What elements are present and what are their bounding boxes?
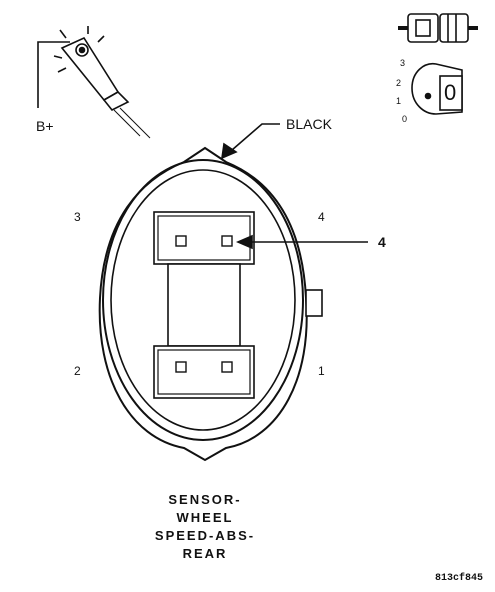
wire-leader-black xyxy=(221,123,280,160)
callout-number: 4 xyxy=(378,234,386,250)
figure-code: 813cf845 xyxy=(434,573,483,584)
pin-number-3: 3 xyxy=(74,210,81,224)
title-line-4: REAR xyxy=(182,546,228,561)
callout-arrow xyxy=(235,234,368,250)
title-line-2: WHEEL xyxy=(176,510,234,525)
pin-cavity-3 xyxy=(175,235,187,247)
key-position-0: 0 xyxy=(402,114,408,124)
key-position-3: 3 xyxy=(400,58,406,68)
wire-color-label: BLACK xyxy=(286,116,332,132)
sensor-connector xyxy=(98,146,323,462)
pin-number-2: 2 xyxy=(74,364,81,378)
ignition-key-icon xyxy=(398,13,478,115)
pin-number-1: 1 xyxy=(318,364,325,378)
title-line-1: SENSOR- xyxy=(168,492,242,507)
test-light-icon xyxy=(37,26,151,139)
key-position-2: 2 xyxy=(396,78,402,88)
pin-cavity-2 xyxy=(175,361,187,373)
pin-cavity-4 xyxy=(221,235,233,247)
battery-label: B+ xyxy=(36,118,54,134)
key-position-1: 1 xyxy=(396,96,402,106)
pin-cavity-1 xyxy=(221,361,233,373)
title-line-3: SPEED-ABS- xyxy=(154,528,256,543)
pin-number-4: 4 xyxy=(318,210,325,224)
key-tag-label: 0 xyxy=(444,80,457,105)
